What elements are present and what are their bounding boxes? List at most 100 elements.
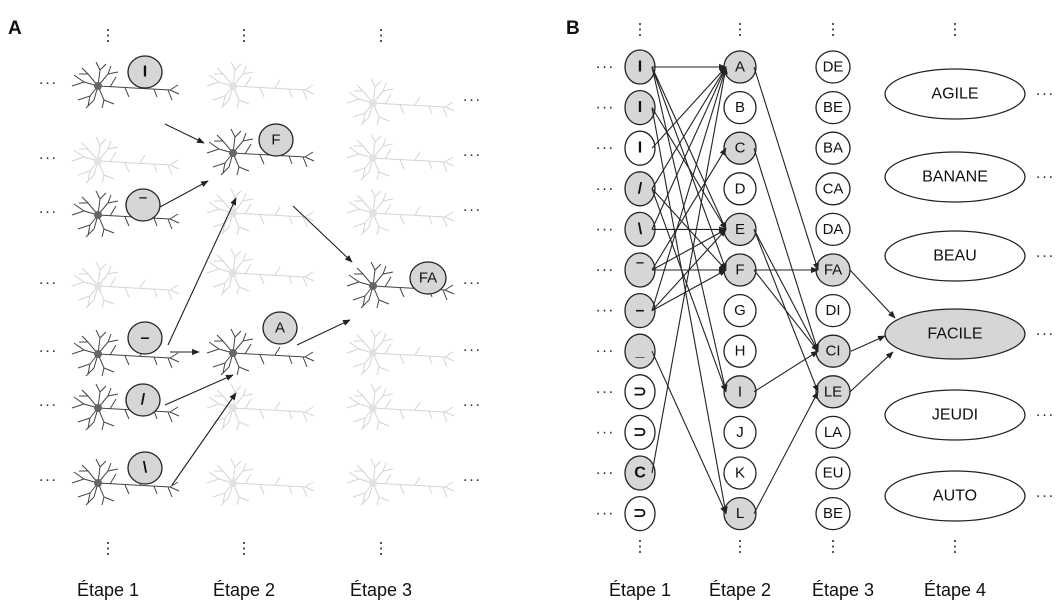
panel-b-bigram-node-3 [815, 131, 851, 165]
panel-b-letter-node-10 [723, 415, 757, 450]
panel-b-feature-glyph-7: – [636, 302, 645, 319]
panel-b-feature-node-8 [624, 333, 656, 369]
panel-b-letter-bigram-arrow-6 [753, 391, 819, 514]
panel-a-step3-neuron-4 [346, 261, 455, 309]
panel-b-bigram-text-3: BA [823, 140, 843, 157]
panel-b-feature-glyph-4: / [638, 180, 643, 197]
panel-b-letter-text-4: D [735, 180, 746, 197]
panel-b-bottom-vdots-3: ⋮ [825, 539, 841, 556]
panel-b-bottom-vdots-1: ⋮ [632, 539, 648, 556]
panel-a-right-ellipsis-4: ··· [463, 275, 482, 292]
panel-b-feature-node-11 [624, 455, 656, 491]
panel-b-feature-glyph-2: I [638, 99, 642, 116]
panel-b-bigram-node-11 [815, 456, 851, 490]
panel-b-letter-text-12: L [736, 505, 744, 522]
panel-b-left-ellipsis-9: ··· [596, 383, 615, 400]
panel-b-bigram-text-1: DE [823, 59, 844, 76]
panel-b-letter-bigram-arrow-2 [753, 148, 819, 352]
panel-a-right-ellipsis-1: ··· [463, 92, 482, 109]
panel-b-word-text-5: JEUDI [932, 407, 978, 424]
panel-a-feature-node-4 [125, 383, 161, 417]
panel-b-feature-node-10 [624, 414, 656, 451]
panel-a-feature-glyph-1: I [143, 64, 147, 81]
panel-a-label: A [8, 18, 22, 39]
panel-b-letter-node-7 [723, 293, 757, 328]
panel-b-bigram-text-11: EU [823, 465, 844, 482]
panel-b-feature-glyph-10: ⊃ [633, 424, 646, 441]
panel-b-right-ellipsis-3: ··· [1036, 248, 1055, 265]
panel-b-word-node-1 [884, 68, 1026, 120]
panel-b-letter-text-3: C [735, 140, 746, 157]
panel-b-letter-text-10: J [736, 424, 744, 441]
panel-b-word-text-6: AUTO [933, 488, 977, 505]
panel-b-left-ellipsis-6: ··· [596, 262, 615, 279]
panel-a-bigram-node [409, 261, 447, 295]
panel-a-bottom-vdots-2: ⋮ [236, 541, 252, 558]
panel-b-bottom-vdots-2: ⋮ [732, 539, 748, 556]
panel-b-top-vdots-1: ⋮ [632, 22, 648, 39]
panel-b-letter-bigram-arrow-8 [753, 229, 819, 352]
panel-a-feature-glyph-4: / [141, 392, 146, 409]
panel-b-left-ellipsis-12: ··· [596, 505, 615, 522]
panel-b-left-ellipsis-1: ··· [596, 59, 615, 76]
panel-b-left-ellipsis-4: ··· [596, 180, 615, 197]
panel-b-left-ellipsis-10: ··· [596, 424, 615, 441]
panel-b-right-ellipsis-4: ··· [1036, 326, 1055, 343]
panel-a-step1-neuron-1 [71, 61, 180, 109]
panel-b-bigram-text-7: DI [826, 302, 841, 319]
panel-b-step-3-label: Étape 3 [812, 580, 874, 600]
panel-b-letter-text-6: F [735, 262, 744, 279]
panel-b-feature-node-12 [624, 495, 656, 532]
panel-b-feature-letter-arrow-17 [651, 188, 727, 393]
panel-b-bigram-node-4 [815, 172, 851, 206]
panel-b-feature-glyph-6: ‾ [635, 261, 644, 279]
panel-a-top-vdots-3: ⋮ [373, 28, 389, 45]
panel-b-bigram-node-1 [815, 50, 851, 84]
panel-b-left-ellipsis-2: ··· [596, 99, 615, 116]
panel-b-feature-node-2 [624, 89, 656, 126]
panel-b-bigram-word-arrow-1 [849, 269, 896, 319]
panel-a-right-ellipsis-5: ··· [463, 342, 482, 359]
panel-b-feature-letter-arrow-5 [651, 107, 728, 515]
panel-a-left-ellipsis-1: ··· [39, 75, 58, 92]
panel-b-feature-node-3 [624, 130, 656, 166]
panel-a-right-ellipsis-7: ··· [463, 472, 482, 489]
panel-b-feature-glyph-1: I [638, 59, 642, 76]
panel-b-letter-text-1: A [735, 59, 745, 76]
panel-a-arrow-5 [164, 374, 234, 406]
panel-b-left-ellipsis-7: ··· [596, 302, 615, 319]
panel-b-bigram-node-12 [815, 496, 851, 531]
panel-a-feature-glyph-5: \ [143, 460, 148, 477]
panel-b-bigram-text-8: CI [826, 343, 841, 360]
panel-b-top-vdots-2: ⋮ [732, 22, 748, 39]
panel-b-letter-node-8 [723, 334, 757, 368]
panel-a-step-2-label: Étape 2 [213, 580, 275, 600]
panel-b-letter-bigram-arrow-7 [753, 269, 819, 352]
panel-a-step3-neuron-1 [346, 78, 455, 126]
panel-a-letter-text-2: A [275, 320, 285, 337]
panel-b-feature-letter-arrow-6 [651, 66, 727, 190]
panel-a-letter-node-1 [258, 123, 294, 157]
panel-b-left-ellipsis-5: ··· [596, 221, 615, 238]
panel-b-bigram-word-arrow-2 [850, 335, 886, 352]
panel-a-step1-neuron-7 [71, 458, 180, 506]
panel-b-letter-text-7: G [734, 302, 746, 319]
panel-a-bottom-vdots-1: ⋮ [100, 541, 116, 558]
panel-b-letter-node-2 [723, 90, 757, 125]
panel-a-left-ellipsis-4: ··· [39, 275, 58, 292]
panel-a-step1-neuron-2 [71, 136, 180, 184]
panel-b-bigram-node-2 [815, 90, 851, 125]
panel-a-step1-neuron-4 [71, 261, 180, 309]
panel-b-word-text-2: BANANE [922, 169, 988, 186]
panel-a-step2-neuron-6 [206, 383, 315, 431]
panel-b-word-node-2 [884, 151, 1026, 203]
panel-a-step-1-label: Étape 1 [77, 580, 139, 600]
panel-b-feature-node-4 [624, 171, 656, 207]
panel-b-bottom-vdots-4: ⋮ [947, 539, 963, 556]
panel-a-left-ellipsis-6: ··· [39, 397, 58, 414]
panel-b-right-ellipsis-6: ··· [1036, 488, 1055, 505]
panel-b-word-node-3 [884, 230, 1026, 282]
panel-b-feature-glyph-3: I [638, 140, 642, 157]
panel-b-right-ellipsis-2: ··· [1036, 169, 1055, 186]
panel-b-feature-glyph-8: _ [635, 343, 646, 360]
